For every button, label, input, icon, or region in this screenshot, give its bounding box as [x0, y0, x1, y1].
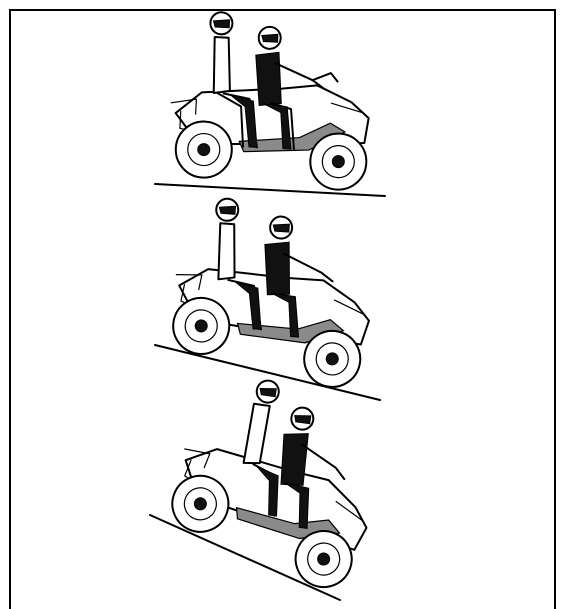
atv-two-riders-illustration	[140, 195, 400, 395]
handlebar	[313, 72, 338, 81]
atv-two-riders-illustration	[140, 8, 400, 198]
atv-panel-steep-slope	[140, 385, 400, 575]
atv-panel-moderate-slope	[140, 195, 400, 385]
atv-panel-level-ground	[140, 8, 400, 198]
atv-two-riders-illustration	[140, 385, 400, 585]
